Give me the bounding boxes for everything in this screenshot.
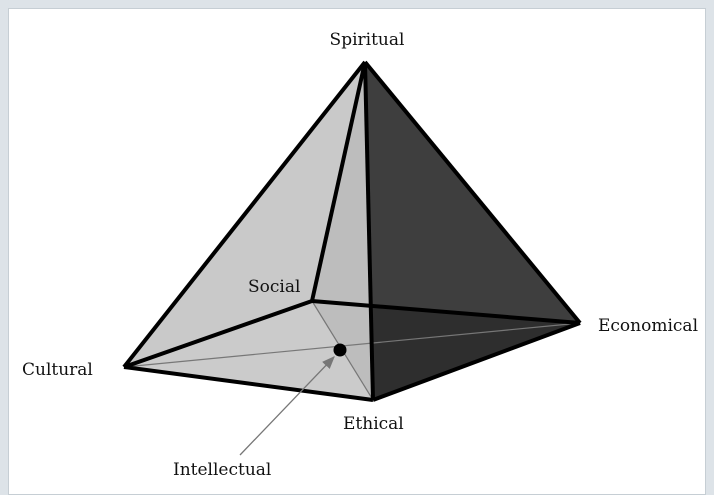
base-dark-face: [373, 305, 580, 400]
label-social: Social: [248, 277, 300, 297]
social-back-face: [312, 62, 373, 400]
label-spiritual: Spiritual: [330, 30, 405, 50]
intellectual-point: [333, 343, 347, 357]
intellectual-arrow: [239, 356, 335, 456]
label-intellectual: Intellectual: [173, 460, 271, 480]
label-economical: Economical: [598, 316, 698, 336]
label-ethical: Ethical: [343, 414, 404, 434]
pyramid-edges: [122, 60, 582, 402]
label-cultural: Cultural: [22, 360, 93, 380]
diagonal-cultural-economical: [123, 322, 581, 368]
